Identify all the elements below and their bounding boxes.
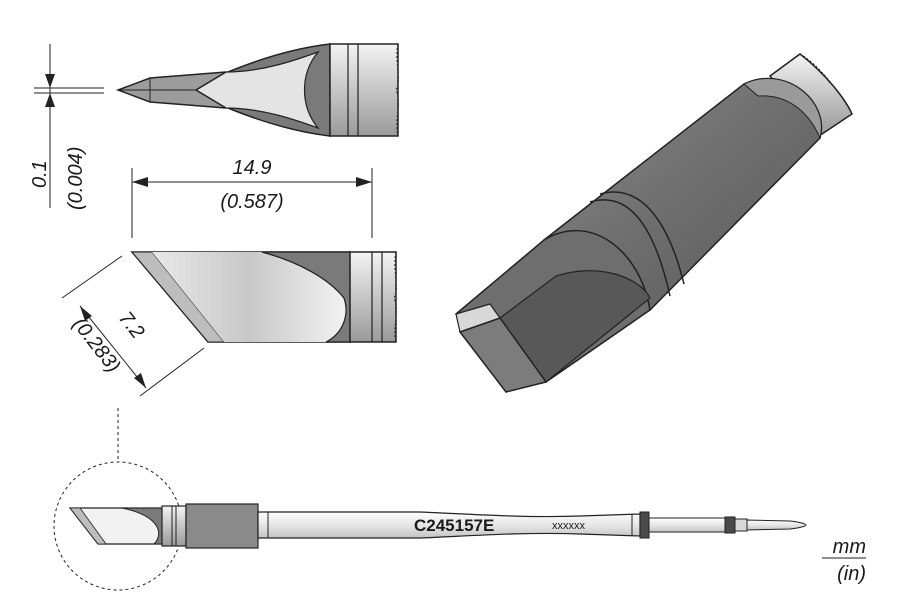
thickness-in-label: (0.004) (65, 147, 87, 210)
thickness-mm-label: 0.1 (29, 160, 51, 188)
length-dimension: 14.9 (0.587) (131, 157, 373, 238)
units-in: (in) (837, 563, 866, 585)
part-number: C245157E (414, 516, 494, 535)
units-legend: mm (in) (822, 536, 866, 585)
width-mm-label: 7.2 (114, 308, 148, 343)
top-view (115, 43, 399, 137)
length-in-label: (0.587) (220, 191, 283, 213)
side-view (130, 251, 397, 343)
perspective-view (454, 53, 853, 393)
length-mm-label: 14.9 (233, 157, 272, 179)
full-tip-view: C245157E xxxxxx (53, 461, 807, 591)
part-marking: xxxxxx (552, 520, 586, 532)
units-mm: mm (833, 536, 866, 558)
thickness-dimension: 0.1 (0.004) (29, 44, 104, 210)
